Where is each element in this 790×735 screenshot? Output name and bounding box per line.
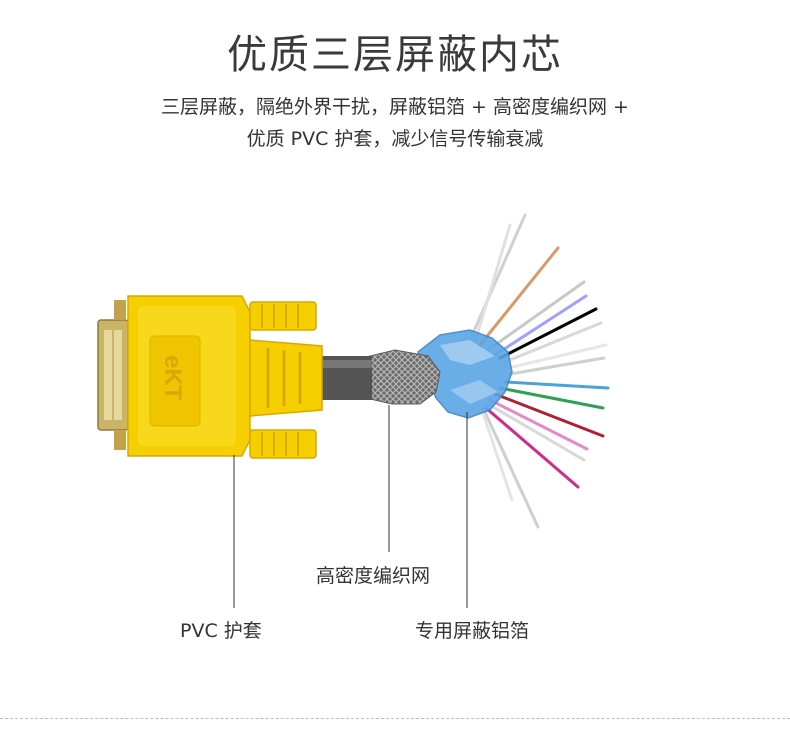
- bottom-divider: [0, 718, 790, 719]
- aluminum-foil-shield: [417, 329, 513, 419]
- page-title: 优质三层屏蔽内芯: [227, 32, 563, 78]
- label-foil-shield: 专用屏蔽铝箔: [415, 620, 530, 642]
- label-braided-mesh: 高密度编织网: [316, 565, 431, 587]
- thumb-screw-bottom: [249, 429, 317, 459]
- subtitle-line-2: 优质 PVC 护套，减少信号传输衰减: [246, 128, 544, 150]
- label-pvc-jacket: PVC 护套: [180, 620, 262, 642]
- subtitle-line-1: 三层屏蔽，隔绝外界干扰，屏蔽铝箔 + 高密度编织网 +: [161, 96, 629, 118]
- braided-mesh: [361, 349, 441, 405]
- fanned-wires: [468, 213, 610, 529]
- thumb-screw-top: [249, 301, 317, 331]
- connector-logo: eKT: [159, 355, 186, 401]
